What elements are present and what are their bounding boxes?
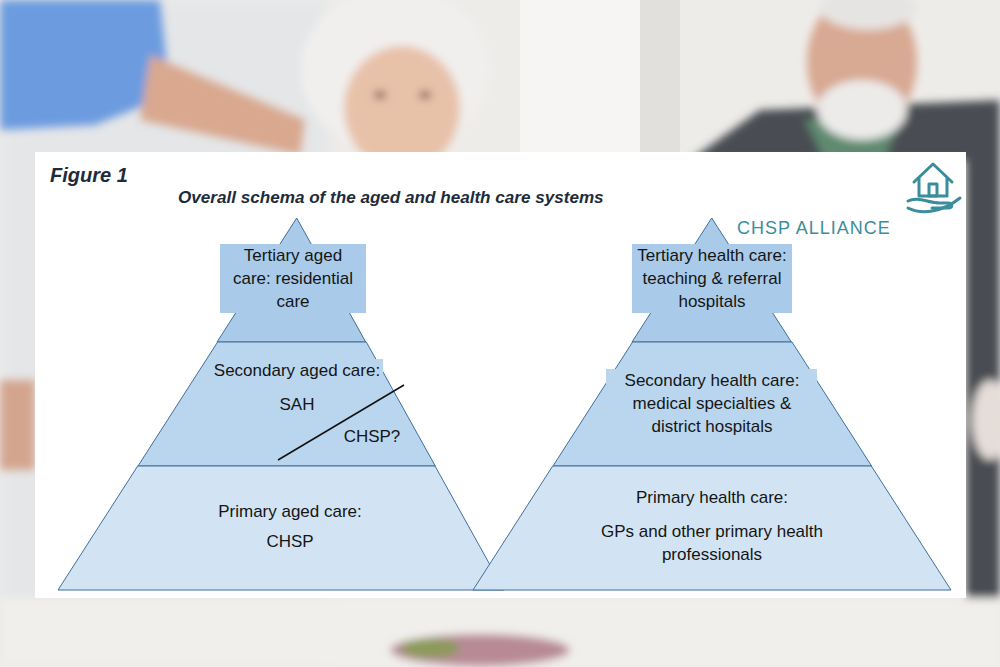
band-label: CHSP bbox=[263, 530, 316, 553]
band-outline bbox=[553, 342, 872, 466]
band-shape bbox=[57, 465, 505, 591]
band-label: Tertiary aged care: residential care bbox=[220, 244, 366, 313]
pyramid-band: Secondary aged care: SAH CHSP? bbox=[138, 342, 435, 466]
band-label: GPs and other primary health professiona… bbox=[582, 520, 843, 566]
pyramid-band: Tertiary aged care: residential care bbox=[217, 218, 366, 342]
band-label: SAH bbox=[277, 393, 318, 416]
pyramid-band: Primary health care: GPs and other primar… bbox=[473, 466, 951, 590]
band-outline bbox=[217, 218, 366, 342]
band-label: Tertiary health care: teaching & referra… bbox=[632, 244, 791, 313]
band-label: Secondary health care: medical specialti… bbox=[606, 369, 817, 438]
band-label: Secondary aged care: bbox=[211, 359, 383, 382]
pyramid-band: Primary aged care: CHSP bbox=[58, 466, 504, 590]
logo-text: CHSP ALLIANCE bbox=[737, 218, 1000, 239]
band-label: Primary aged care: bbox=[215, 500, 365, 523]
figure-title: Overall schema of the aged and health ca… bbox=[178, 188, 1000, 208]
band-outline bbox=[473, 466, 951, 590]
band-outline bbox=[138, 342, 435, 466]
band-outline bbox=[58, 466, 504, 590]
figure-number: Figure 1 bbox=[50, 164, 1000, 187]
band-label: Primary health care: bbox=[633, 486, 791, 509]
band-label: CHSP? bbox=[341, 425, 404, 448]
pyramid-band: Secondary health care: medical specialti… bbox=[553, 342, 872, 466]
